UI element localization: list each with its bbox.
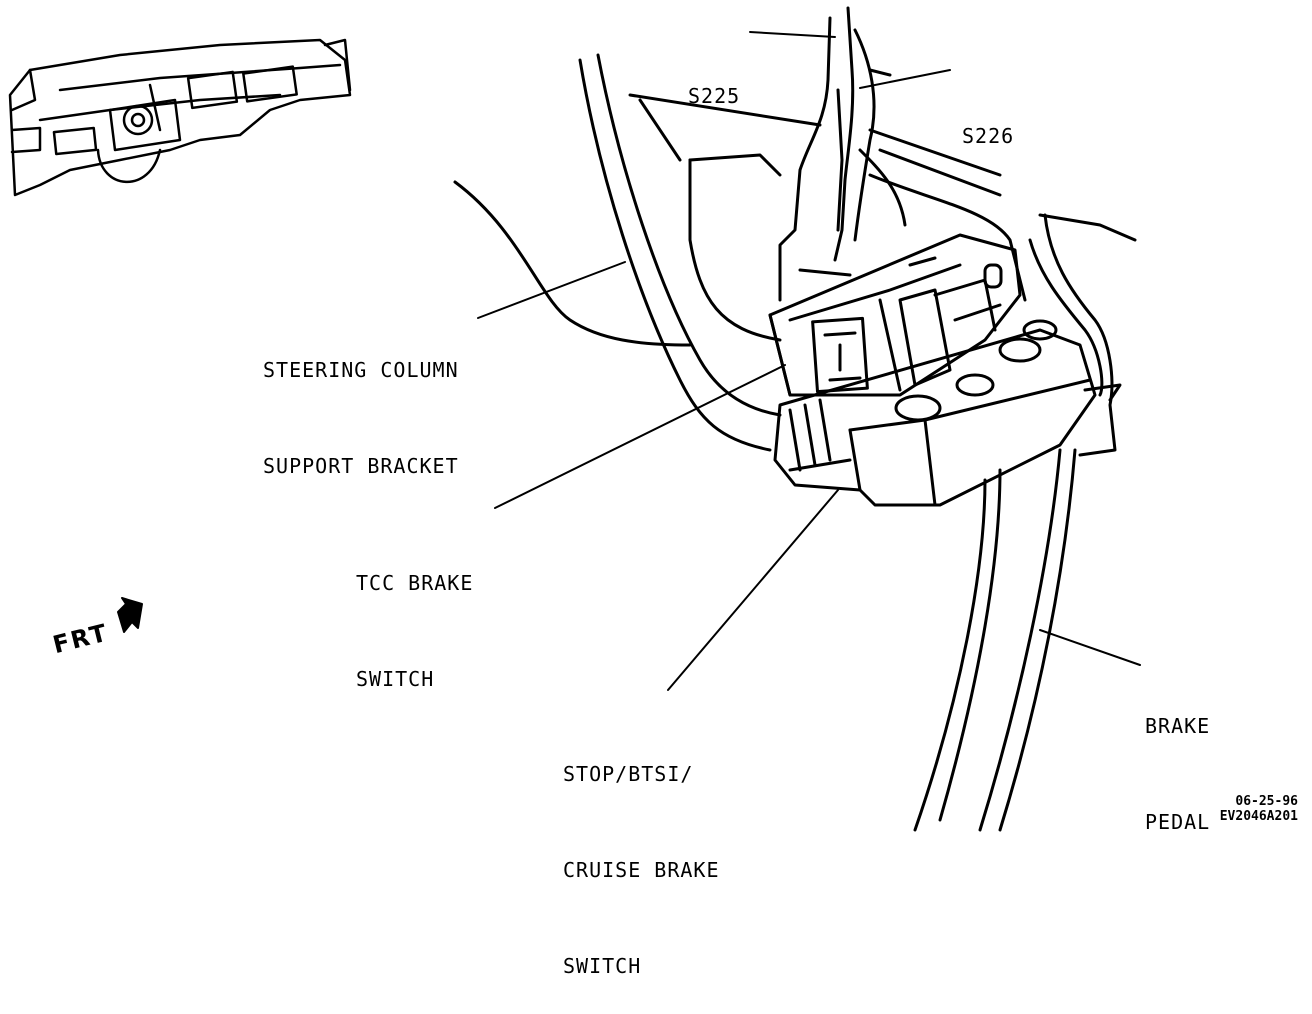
label-brake-pedal: BRAKE PEDAL [1145, 714, 1211, 834]
stamp-date: 06-25-96 [1235, 794, 1298, 809]
instrument-panel-inset [8, 38, 352, 197]
leader-brake-pedal [1039, 629, 1141, 666]
label-tcc-brake-switch: TCC BRAKE SWITCH [356, 571, 474, 691]
leader-s225 [749, 31, 836, 38]
front-direction-arrow [117, 597, 143, 633]
steering-column-support-bracket [453, 53, 822, 452]
leader-steering-bracket [477, 261, 626, 319]
wiring-harness [778, 6, 1027, 302]
diagram-stamp: 06-25-96 EV2046A201 [1220, 794, 1298, 824]
stamp-code: EV2046A201 [1219, 809, 1298, 824]
leader-tcc-switch [494, 364, 786, 509]
leader-s226 [859, 69, 951, 89]
leader-lines [477, 31, 1141, 691]
brake-switch-diagram [8, 6, 1141, 832]
label-s225: S225 [688, 84, 741, 108]
label-stop-cruise-brake-switch: STOP/BTSI/ CRUISE BRAKE SWITCH [563, 762, 720, 978]
leader-stop-switch [667, 489, 839, 691]
brake-pedal [913, 213, 1137, 832]
label-steering-column-support-bracket: STEERING COLUMN SUPPORT BRACKET [263, 358, 459, 478]
label-s226: S226 [962, 124, 1015, 148]
tcc-brake-switch [768, 233, 1022, 397]
stop-cruise-brake-switch [773, 319, 1097, 507]
